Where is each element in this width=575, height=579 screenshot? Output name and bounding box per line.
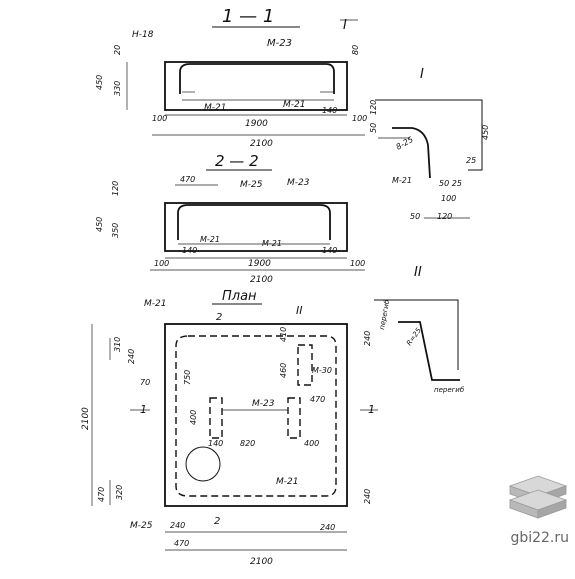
dim-2100-s2: 2100: [250, 275, 273, 285]
title-section-1-1: 1 — 1: [222, 6, 274, 27]
dim-140-plan: 140: [208, 439, 223, 448]
mark-m25-s2: М-25: [240, 180, 263, 190]
dim-100-s1-l: 100: [152, 114, 167, 123]
cut-1-left: 1: [140, 403, 147, 416]
dim-50-d1: 50: [369, 123, 378, 133]
dim-450-s1: 450: [95, 75, 104, 90]
dim-20-s1: 20: [113, 45, 122, 55]
dim-2100-plan-h: 2100: [250, 557, 273, 567]
mark-m21-s2-l: М-21: [200, 235, 220, 244]
mark-m21-s1-left: М-21: [204, 103, 226, 113]
dim-410-plan: 410: [279, 327, 288, 342]
section-1-1: 1 — 1 I М-23 Н-18 М-21 М-21 1900 2100 10…: [95, 6, 367, 149]
dim-120-s2: 120: [111, 181, 120, 196]
mark-m21-d1: М-21: [392, 176, 412, 185]
mark-m23-plan: М-23: [252, 399, 275, 409]
dim-350-s2: 350: [111, 223, 120, 238]
dim-1900-s2: 1900: [248, 259, 271, 269]
dim-470-plan-lv: 470: [97, 487, 106, 502]
mark-m21-plan-bottom: М-21: [276, 477, 298, 487]
title-detail-ii: II: [414, 265, 422, 280]
dim-50-d1b: 50: [410, 212, 420, 221]
title-detail-i: I: [420, 67, 424, 82]
mark-m23-s2: М-23: [287, 178, 310, 188]
note-perekh-bottom: перегиб: [434, 386, 465, 394]
note-8-25: 8-25: [395, 135, 415, 152]
title-section-2-2: 2 — 2: [215, 152, 259, 170]
dim-400-plan-v: 400: [189, 410, 198, 425]
dim-240-plan-br: 240: [363, 489, 372, 504]
dim-140-s2-r: 140: [322, 246, 337, 255]
dim-100-s2-l: 100: [154, 259, 169, 268]
mark-n18: Н-18: [132, 30, 154, 40]
dim-750-plan: 750: [183, 370, 192, 385]
dim-120-d1: 120: [369, 100, 378, 115]
cut-2-top: 2: [216, 312, 222, 323]
dim-140-s2-l: 140: [182, 246, 197, 255]
detail-i: I 120 50 450 8-25 25 М-21 50 25 100 50 1…: [369, 67, 490, 221]
note-r25: R=25: [405, 326, 423, 347]
dim-450-s2: 450: [95, 217, 104, 232]
note-50-25: 50 25: [439, 179, 462, 188]
watermark-text: gbi22.ru: [510, 530, 569, 546]
dim-100-s2-r: 100: [350, 259, 365, 268]
dim-2100-plan-v: 2100: [81, 407, 91, 430]
dim-240-plan-bm: 240: [320, 523, 335, 532]
dim-240-plan-tl: 240: [127, 349, 136, 364]
detail-ii: II перегиб R=25 перегиб: [374, 265, 465, 394]
dim-330-s1: 330: [113, 81, 122, 96]
dim-470-plan-r: 470: [310, 395, 325, 404]
dim-70-plan: 70: [140, 378, 150, 387]
dim-470-plan-b: 470: [174, 539, 189, 548]
cut-1-right: 1: [368, 403, 375, 416]
title-plan: План: [222, 289, 257, 304]
dim-400-plan-h: 400: [304, 439, 319, 448]
mark-ii-plan: II: [296, 304, 303, 317]
gbi22-logo-icon: [508, 475, 568, 519]
dim-470-s2: 470: [180, 175, 195, 184]
mark-m21-s2-r: М-21: [262, 239, 282, 248]
dim-120-d1b: 120: [437, 212, 452, 221]
dim-2100-s1: 2100: [250, 139, 273, 149]
dim-240-plan-bl: 240: [170, 521, 185, 530]
dim-820-plan: 820: [240, 439, 255, 448]
note-perekh-top: перегиб: [378, 299, 391, 331]
mark-m21-s1-right: М-21: [283, 100, 305, 110]
dim-80-s1: 80: [351, 45, 360, 55]
dim-140-s1: 140: [322, 106, 337, 115]
mark-m23-s1: М-23: [267, 38, 292, 49]
dim-100-d1: 100: [441, 194, 456, 203]
dim-240-plan-tr: 240: [363, 331, 372, 346]
mark-i-top: I: [343, 18, 347, 33]
dim-320-plan: 320: [115, 485, 124, 500]
dim-1900-s1: 1900: [245, 119, 268, 129]
mark-m30-plan: М-30: [312, 366, 332, 375]
mark-m25-plan: М-25: [130, 521, 153, 531]
cut-2-bottom: 2: [214, 516, 220, 527]
dim-100-s1-r: 100: [352, 114, 367, 123]
dim-310-plan: 310: [113, 337, 122, 352]
dim-25-d1: 25: [466, 156, 476, 165]
mark-m21-plan-top: М-21: [144, 299, 166, 309]
dim-460-plan: 460: [279, 363, 288, 378]
section-2-2: 2 — 2 470 М-25 М-23 М-21 М-21 140 140 19…: [95, 152, 365, 285]
plan-view: План 2 II М-21 М-30 М-23 М-21 М-25 1 1 2…: [81, 289, 378, 567]
dim-450-d1: 450: [481, 125, 490, 140]
